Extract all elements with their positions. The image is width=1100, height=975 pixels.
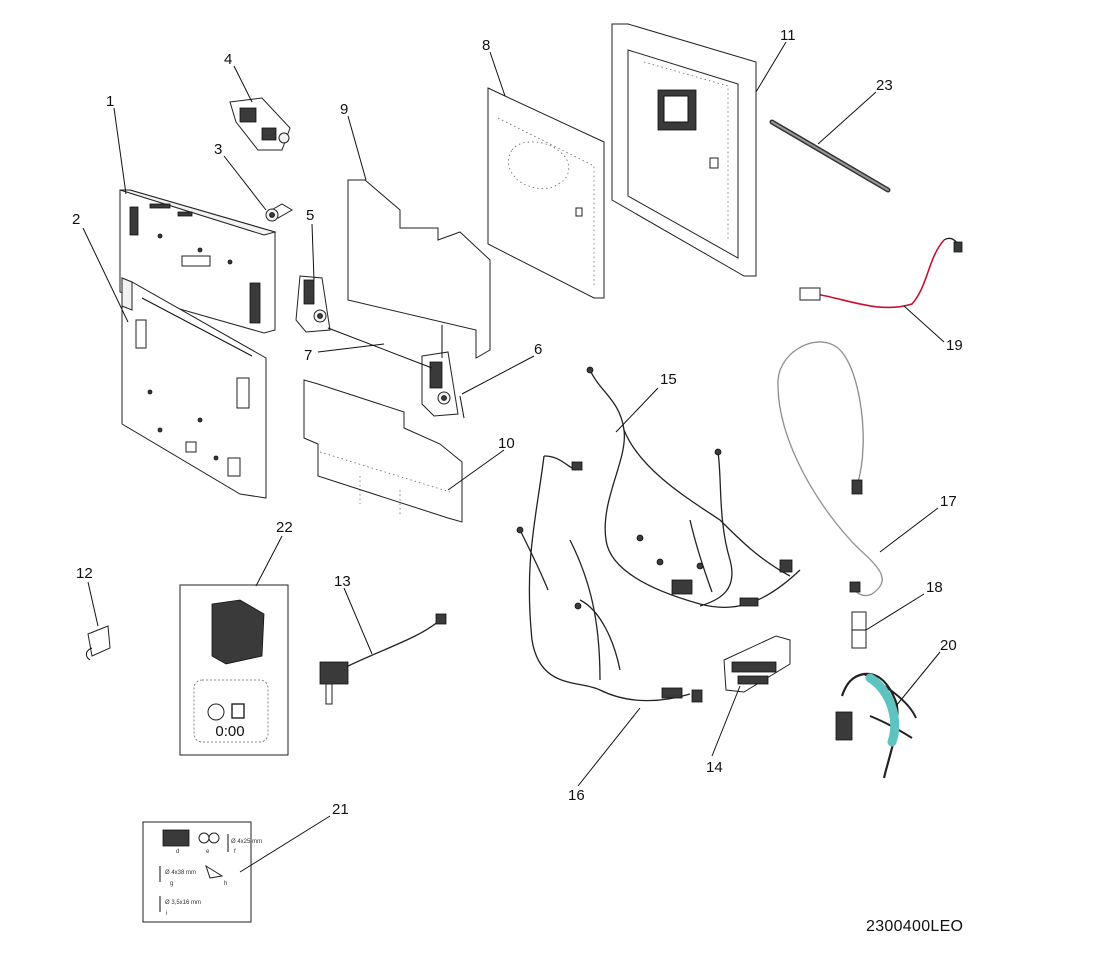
callout-23: 23 (876, 77, 893, 94)
part-17-hose (777, 341, 883, 597)
part-16-lower-harness (516, 455, 703, 703)
part-8-outer-panel (487, 87, 605, 299)
part-14-control-board (723, 635, 791, 693)
part-23-gasket (769, 119, 891, 193)
kit-21-label-e: e (206, 849, 210, 855)
callout-12: 12 (76, 565, 93, 582)
kit-21-size-i: Ø 3,5x16 mm (165, 900, 201, 906)
kit-21-label-f: f (234, 849, 236, 855)
callout-9: 9 (340, 101, 348, 118)
callout-6: 6 (534, 341, 542, 358)
part-2-inner-door-panel (121, 277, 267, 499)
kit-21-size-f: Ø 4x25 mm (231, 839, 262, 845)
callout-20: 20 (940, 637, 957, 654)
part-20-wire-harness (835, 672, 917, 779)
part-15-main-harness (586, 366, 801, 609)
part-19-red-wire (799, 237, 963, 309)
callout-4: 4 (224, 51, 232, 68)
part-18-bracket (851, 611, 867, 649)
callout-21: 21 (332, 801, 349, 818)
kit-22-display-readout: 0:00 (215, 723, 244, 740)
callout-16: 16 (568, 787, 585, 804)
part-10-bottom-insulation (303, 379, 463, 523)
part-22-display-kit: 0:00 (179, 584, 289, 756)
callout-17: 17 (940, 493, 957, 510)
part-7-hinge-rod (327, 327, 433, 369)
callout-14: 14 (706, 759, 723, 776)
callout-22: 22 (276, 519, 293, 536)
callout-7: 7 (304, 347, 312, 364)
part-13-sensor (319, 613, 447, 705)
callout-10: 10 (498, 435, 515, 452)
kit-21-label-h: h (224, 881, 227, 887)
callout-15: 15 (660, 371, 677, 388)
part-6-right-hinge (421, 325, 465, 419)
part-3-knob (265, 203, 293, 222)
callout-3: 3 (214, 141, 222, 158)
part-12-clip (85, 625, 111, 661)
kit-21-label-i: i (166, 911, 167, 917)
callout-8: 8 (482, 37, 490, 54)
callout-18: 18 (926, 579, 943, 596)
diagram-part-code: 2300400LEO (866, 918, 964, 935)
kit-21-size-g: Ø 4x38 mm (165, 870, 196, 876)
part-9-insulation-panel (347, 179, 491, 359)
part-21-screw-kit: d e f Ø 4x25 mm g Ø 4x38 mm h i Ø 3,5x16… (142, 821, 262, 923)
callout-5: 5 (306, 207, 314, 224)
kit-21-label-d: d (176, 849, 179, 855)
callout-13: 13 (334, 573, 351, 590)
callout-1: 1 (106, 93, 114, 110)
leader-lines (82, 41, 945, 873)
part-4-door-lock (229, 97, 291, 151)
part-11-door-frame (611, 23, 757, 277)
callout-2: 2 (72, 211, 80, 228)
callout-19: 19 (946, 337, 963, 354)
callout-11: 11 (780, 27, 796, 44)
callout-numbers: 1 2 3 4 5 6 7 8 9 10 11 12 13 14 15 16 1… (72, 27, 963, 818)
kit-21-label-g: g (170, 881, 173, 887)
part-5-left-hinge (295, 275, 331, 333)
